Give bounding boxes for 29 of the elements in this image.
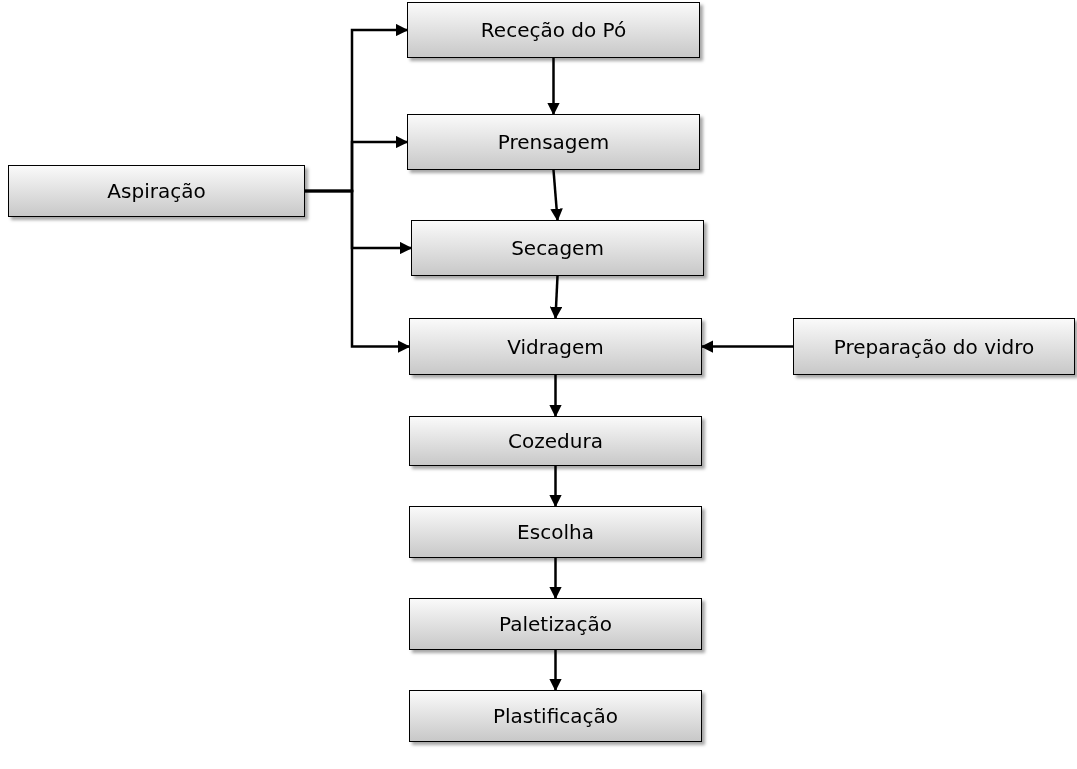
arrow (550, 169, 563, 222)
box-label: Preparação do vidro (833, 334, 1035, 359)
box-label: Aspiração (107, 179, 206, 203)
arrow (549, 375, 562, 418)
process-box (409, 416, 702, 466)
process-box (409, 318, 702, 375)
arrow (549, 466, 562, 508)
box-label: Plastificação (493, 704, 618, 728)
box-label: Secagem (511, 236, 604, 260)
arrow (549, 650, 562, 692)
process-box (407, 114, 700, 170)
box-label: Vidragem (507, 334, 604, 359)
box-label: Paletização (499, 612, 612, 636)
arrow (700, 340, 793, 353)
process-box (409, 506, 702, 558)
process-box (411, 220, 704, 276)
box-label: Escolha (517, 520, 594, 544)
arrow (305, 189, 411, 353)
arrow (549, 275, 563, 320)
process-box (409, 598, 702, 650)
box-label: Receção do Pó (480, 18, 627, 42)
box-label: Prensagem (497, 130, 610, 154)
arrow (549, 558, 562, 600)
process-box (409, 690, 702, 742)
process-box (8, 165, 305, 217)
arrow (547, 58, 560, 116)
box-label: Cozedura (508, 429, 603, 453)
process-box (407, 2, 700, 58)
process-box (793, 318, 1075, 375)
